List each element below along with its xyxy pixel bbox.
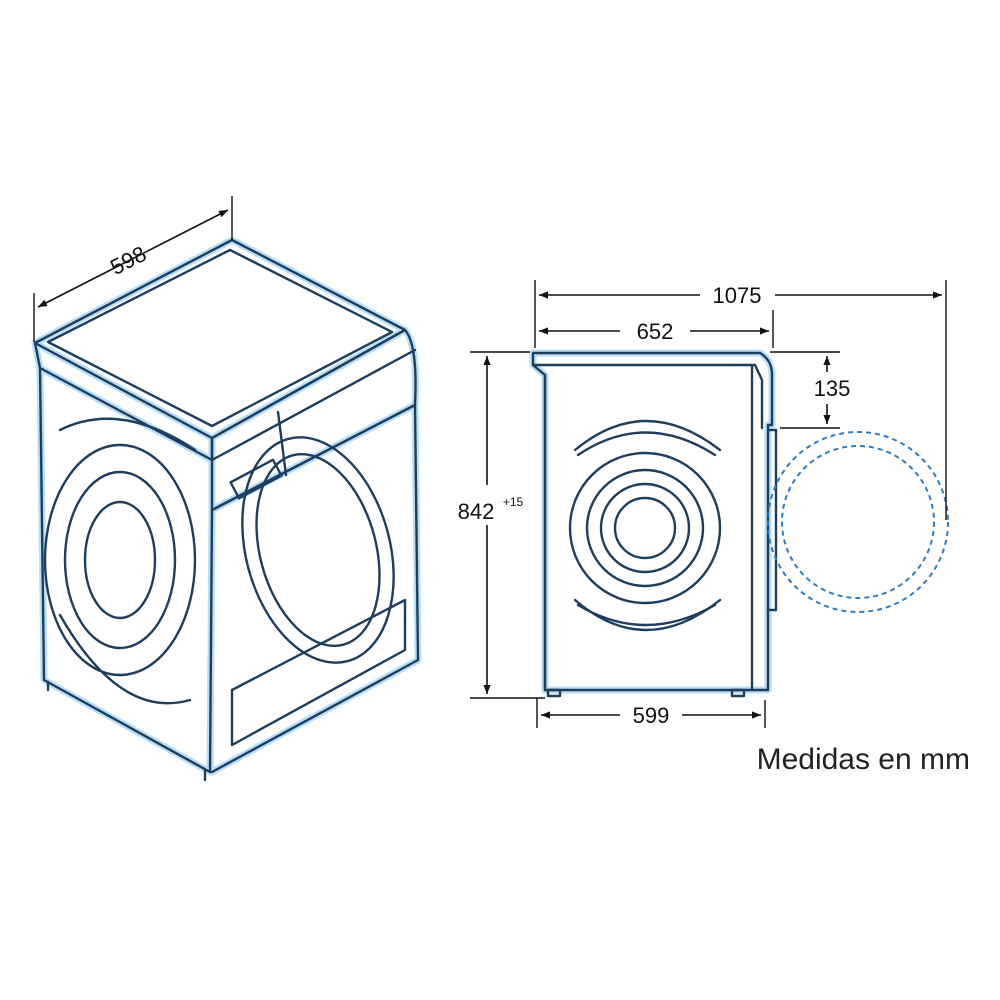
width-dimension: 598 bbox=[33, 196, 233, 342]
front-door bbox=[241, 436, 395, 664]
side-circle-outer bbox=[568, 451, 722, 605]
total-depth-label: 1075 bbox=[713, 283, 762, 308]
depth-label: 652 bbox=[637, 319, 674, 344]
washer-front bbox=[210, 403, 420, 774]
total-depth-dimension: 1075 bbox=[534, 280, 947, 520]
side-drum-embossing bbox=[43, 443, 197, 677]
foot-span-dimension: 599 bbox=[536, 698, 766, 728]
height-tolerance-label: +15 bbox=[503, 495, 524, 509]
depth-dimension: 652 bbox=[539, 310, 774, 348]
foot-right bbox=[730, 688, 746, 698]
service-panel bbox=[230, 598, 407, 747]
foot-left bbox=[546, 688, 562, 698]
door-offset-label: 135 bbox=[814, 376, 851, 401]
washer-side-view: 1075 652 135 842 +15 bbox=[458, 280, 949, 728]
units-note: Medidas en mm bbox=[756, 743, 970, 776]
door-offset-dimension: 135 bbox=[770, 351, 851, 429]
height-label: 842 bbox=[458, 499, 495, 524]
open-door-outline bbox=[767, 431, 949, 613]
washer-perspective-view: 598 bbox=[31, 196, 422, 782]
washer-side bbox=[38, 366, 214, 774]
washer-top bbox=[33, 238, 407, 440]
width-label: 598 bbox=[106, 241, 150, 280]
foot-span-label: 599 bbox=[633, 703, 670, 728]
height-dimension: 842 +15 bbox=[458, 351, 545, 699]
side-body bbox=[531, 351, 774, 692]
